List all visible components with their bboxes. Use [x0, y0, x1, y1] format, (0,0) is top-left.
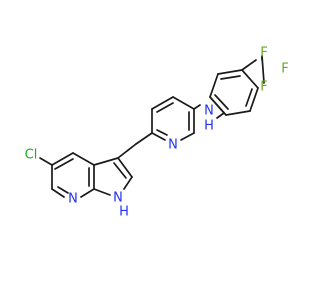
- bond: [249, 87, 259, 112]
- bond: [93, 188, 111, 196]
- molecule-structure: Cl N N H N N H F F F: [25, 46, 289, 220]
- bond: [156, 129, 168, 136]
- bond: [245, 88, 253, 107]
- atom-label-nh-pyrrole: N: [113, 191, 123, 206]
- atom-labels: Cl N N H N N H F F F: [25, 46, 289, 220]
- bond: [123, 176, 133, 190]
- bonds: [39, 55, 265, 198]
- bond: [117, 143, 137, 159]
- bond: [39, 157, 53, 166]
- atom-label-n-ring: N: [68, 192, 78, 207]
- bond: [51, 188, 65, 198]
- atom-label-n-amine: N: [204, 104, 214, 119]
- atom-label-f-top: F: [260, 46, 267, 61]
- atom-label-n-pyridine: N: [168, 138, 178, 153]
- bond: [217, 69, 243, 75]
- bond: [241, 69, 259, 89]
- atom-label-h-pyrrole: H: [119, 205, 129, 220]
- bond: [151, 132, 166, 141]
- bond: [113, 162, 127, 179]
- bond: [216, 112, 225, 119]
- bond: [225, 110, 251, 116]
- bond: [214, 94, 229, 110]
- bond: [156, 102, 174, 113]
- bond: [180, 132, 195, 141]
- bond: [209, 96, 227, 116]
- atom-label-f-bottom: F: [260, 80, 267, 95]
- bond: [54, 158, 74, 170]
- bond: [172, 96, 195, 110]
- bond: [135, 132, 153, 145]
- bond: [93, 157, 119, 166]
- bond: [193, 104, 201, 110]
- bond: [57, 186, 69, 194]
- atom-label-f-right: F: [281, 62, 288, 77]
- molecule-canvas: Cl N N H N N H F F F: [25, 46, 289, 220]
- bond: [51, 152, 74, 166]
- bond: [241, 59, 257, 71]
- atom-label-cl: Cl: [25, 148, 38, 163]
- bond: [151, 96, 174, 110]
- bond: [220, 75, 241, 80]
- bond: [80, 188, 95, 198]
- atom-label-h-amine: H: [204, 119, 214, 134]
- bond: [117, 157, 133, 178]
- bond: [72, 152, 95, 166]
- bond: [209, 73, 219, 98]
